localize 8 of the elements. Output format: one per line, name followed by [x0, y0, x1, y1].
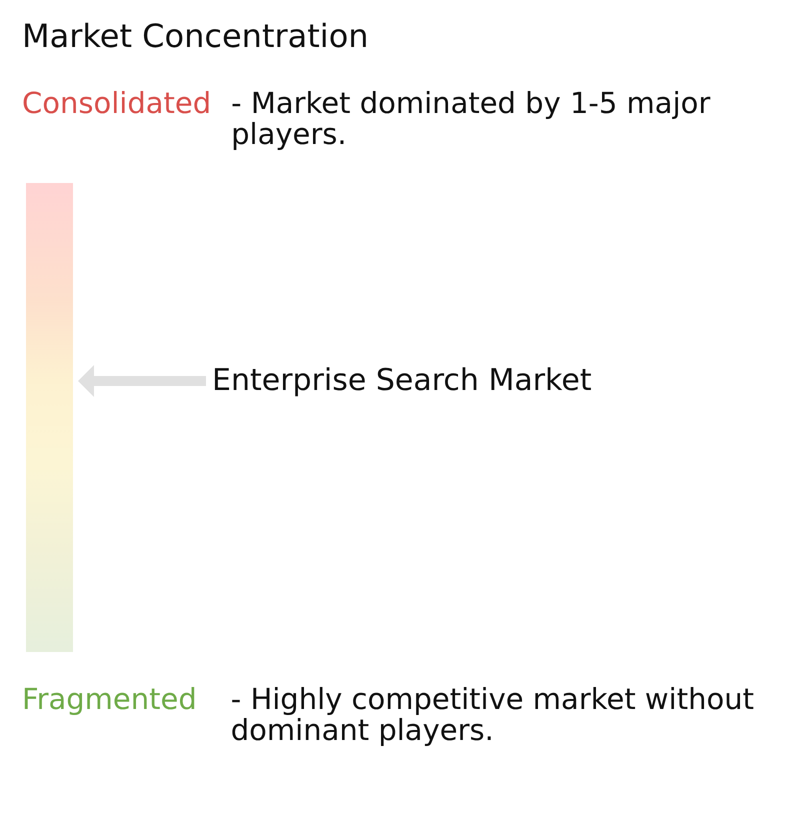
category-label: Fragmented	[22, 684, 197, 715]
concentration-scale-bar	[26, 183, 73, 652]
arrow	[78, 365, 206, 397]
description-text: - Highly competitive market without dominant players.	[230, 684, 755, 746]
chart-title: Market Concentration	[22, 16, 369, 56]
description-text: - Market dominated by 1-5 major players.	[231, 88, 712, 150]
market-label: Enterprise Search Market	[212, 364, 592, 398]
category-label: Consolidated	[22, 88, 212, 119]
